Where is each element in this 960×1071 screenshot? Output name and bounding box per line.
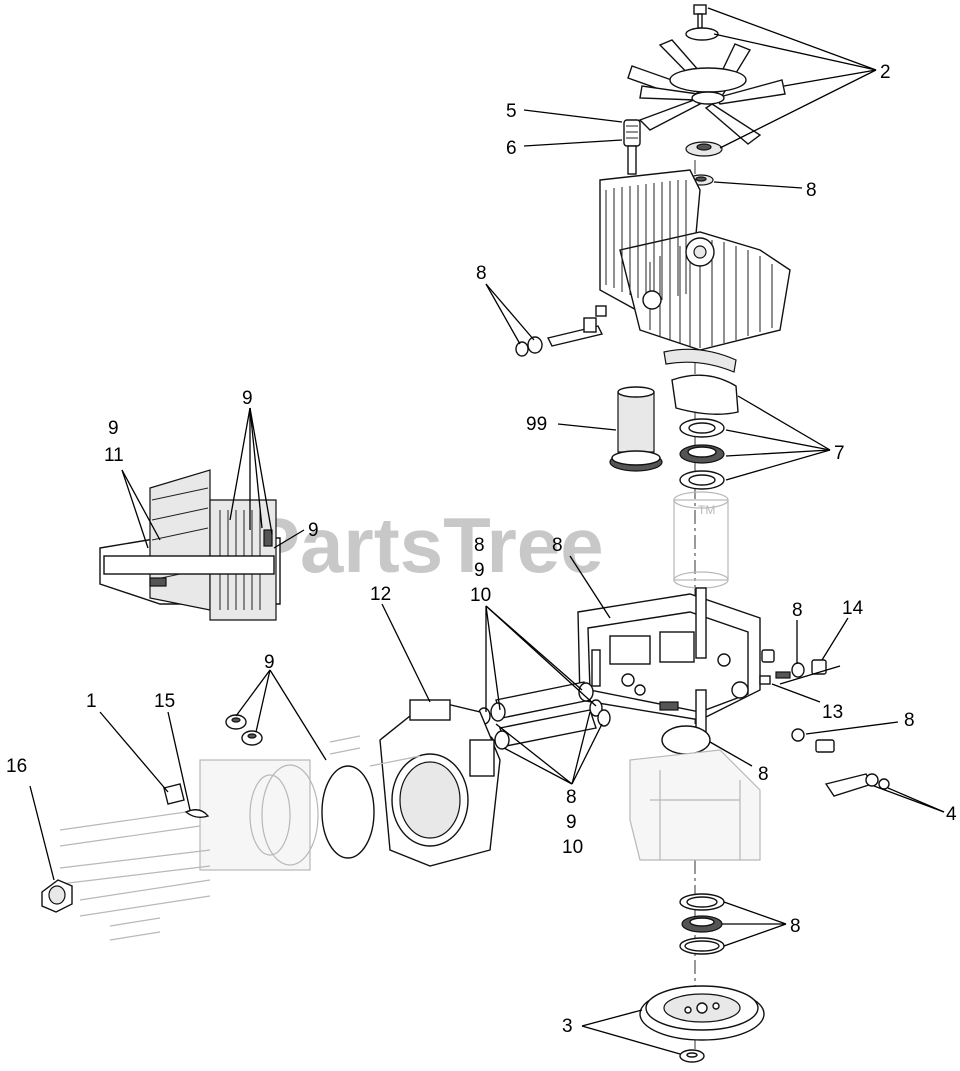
swashplate: [671, 374, 739, 415]
bypass-retaining-ring: [515, 341, 529, 357]
shaft-nut: [623, 119, 641, 147]
motor-housing: [379, 699, 501, 867]
check-valve-oring: [791, 662, 805, 678]
finned-upper-housing: [599, 169, 791, 351]
callout-9-cutaway-top[interactable]: 9: [242, 388, 253, 409]
callout-8-drain-fitting[interactable]: 8: [904, 710, 915, 731]
housing-fins: [605, 180, 773, 348]
callout-8-tube-stack-top[interactable]: 8: [474, 535, 485, 556]
callout-1[interactable]: 1: [86, 691, 97, 712]
callout-8-fan-seal[interactable]: 8: [806, 180, 817, 201]
bypass-shaft-assembly: [515, 305, 607, 357]
callout-14[interactable]: 14: [842, 598, 864, 619]
lower-housing-phantom: [629, 749, 761, 861]
callout-13[interactable]: 13: [822, 702, 843, 723]
axle-shaft-section: [103, 555, 275, 575]
motor-oring: [321, 765, 375, 859]
callout-8-lower-bearing[interactable]: 8: [790, 916, 801, 937]
callout-10-tube-stack-top[interactable]: 10: [470, 585, 491, 606]
callout-16[interactable]: 16: [6, 756, 27, 777]
callout-8-tube-stack-bottom[interactable]: 8: [566, 787, 577, 808]
cooling-fan-assembly: [627, 4, 786, 186]
callout-labels: 2 5 6 8 8 99 7 9 11 9 9 8 9 10 8 12 14 8…: [6, 62, 957, 1037]
check-valve-plug: [811, 659, 827, 675]
axle-nut: [41, 879, 73, 913]
callout-9-cutaway-right[interactable]: 9: [308, 520, 319, 541]
callout-6[interactable]: 6: [506, 138, 517, 159]
drive-pulley: [639, 985, 765, 1041]
callout-11[interactable]: 11: [104, 445, 124, 466]
cooling-fan: [627, 39, 786, 145]
bypass-seal: [527, 336, 543, 354]
callout-12[interactable]: 12: [370, 584, 391, 605]
callout-7[interactable]: 7: [834, 443, 845, 464]
callout-9-tube-stack-bottom[interactable]: 9: [566, 812, 577, 833]
motor-cross-section: [99, 469, 281, 621]
fan-retainer-plate: [685, 27, 719, 41]
callout-99[interactable]: 99: [526, 414, 547, 435]
oil-filter: [609, 386, 663, 472]
callout-8-bypass-seal[interactable]: 8: [476, 263, 487, 284]
lower-bearing-stack: [679, 893, 725, 955]
callout-8-check-valve-oring[interactable]: 8: [792, 600, 803, 621]
input-shaft: [623, 119, 641, 175]
bypass-arm: [824, 773, 890, 797]
callout-3[interactable]: 3: [562, 1016, 573, 1037]
center-section: [577, 587, 761, 741]
callout-8-lower-oring[interactable]: 8: [758, 764, 769, 785]
watermark-trademark: TM: [698, 503, 715, 517]
callout-5[interactable]: 5: [506, 101, 517, 122]
callout-9-cutaway-left[interactable]: 9: [108, 418, 119, 439]
retaining-clip: [184, 809, 210, 819]
fan-bolt: [693, 4, 707, 29]
callout-15[interactable]: 15: [154, 691, 175, 712]
callout-8-center-gasket[interactable]: 8: [552, 535, 563, 556]
drain-fitting: [791, 728, 835, 753]
watermark-text: PartsTree: [248, 501, 604, 589]
check-valve-assembly: [759, 649, 827, 685]
callout-9-plugs[interactable]: 9: [264, 652, 275, 673]
thrust-bearing-stack: [663, 348, 739, 490]
housing-plugs: [225, 714, 263, 746]
callout-4[interactable]: 4: [946, 804, 957, 825]
pulley-nut: [679, 1049, 705, 1063]
axle-key: [163, 783, 185, 805]
callout-9-tube-stack-top[interactable]: 9: [474, 560, 485, 581]
leader-lines: [29, 7, 945, 1055]
oring-lower-center: [661, 725, 711, 755]
motor-axle-phantom: [59, 735, 421, 941]
callout-10-tube-stack-bottom[interactable]: 10: [562, 837, 583, 858]
callout-2[interactable]: 2: [880, 62, 891, 83]
